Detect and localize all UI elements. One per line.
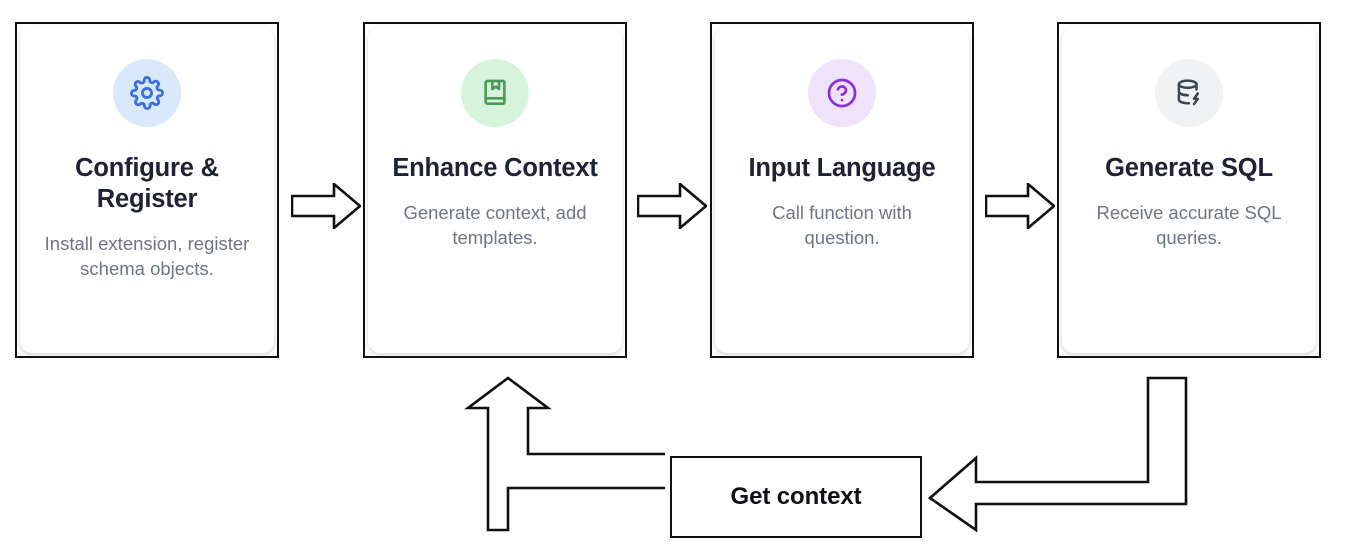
get-context-box[interactable]: Get context <box>670 456 922 538</box>
step-card-enhance-context[interactable]: Enhance Context Generate context, add te… <box>363 22 627 358</box>
step-card-generate-sql[interactable]: Generate SQL Receive accurate SQL querie… <box>1057 22 1321 358</box>
database-bolt-icon <box>1155 59 1223 127</box>
question-circle-icon <box>808 59 876 127</box>
step-card-inner: Generate SQL Receive accurate SQL querie… <box>1062 27 1316 353</box>
step-card-description: Install extension, register schema objec… <box>44 233 250 280</box>
gear-icon <box>113 59 181 127</box>
step-card-description: Receive accurate SQL queries. <box>1096 202 1282 249</box>
book-bookmark-icon <box>461 59 529 127</box>
step-card-title: Configure & Register <box>75 154 219 214</box>
arrow-right-icon <box>637 183 707 229</box>
get-context-label: Get context <box>730 483 862 510</box>
step-card-configure-register[interactable]: Configure & Register Install extension, … <box>15 22 279 358</box>
arrow-right-icon <box>985 183 1055 229</box>
step-card-title: Input Language <box>748 154 936 182</box>
step-card-inner: Enhance Context Generate context, add te… <box>368 27 622 353</box>
arrow-left-elbow-icon <box>928 374 1198 534</box>
arrow-right-icon <box>291 183 361 229</box>
step-card-inner: Input Language Call function with questi… <box>715 27 969 353</box>
step-card-description: Generate context, add templates. <box>403 202 587 249</box>
step-card-title: Generate SQL <box>1105 154 1273 182</box>
step-card-description: Call function with question. <box>772 202 912 249</box>
arrow-up-elbow-icon <box>450 374 665 534</box>
step-card-inner: Configure & Register Install extension, … <box>20 27 274 353</box>
step-card-input-language[interactable]: Input Language Call function with questi… <box>710 22 974 358</box>
step-card-title: Enhance Context <box>392 154 598 182</box>
